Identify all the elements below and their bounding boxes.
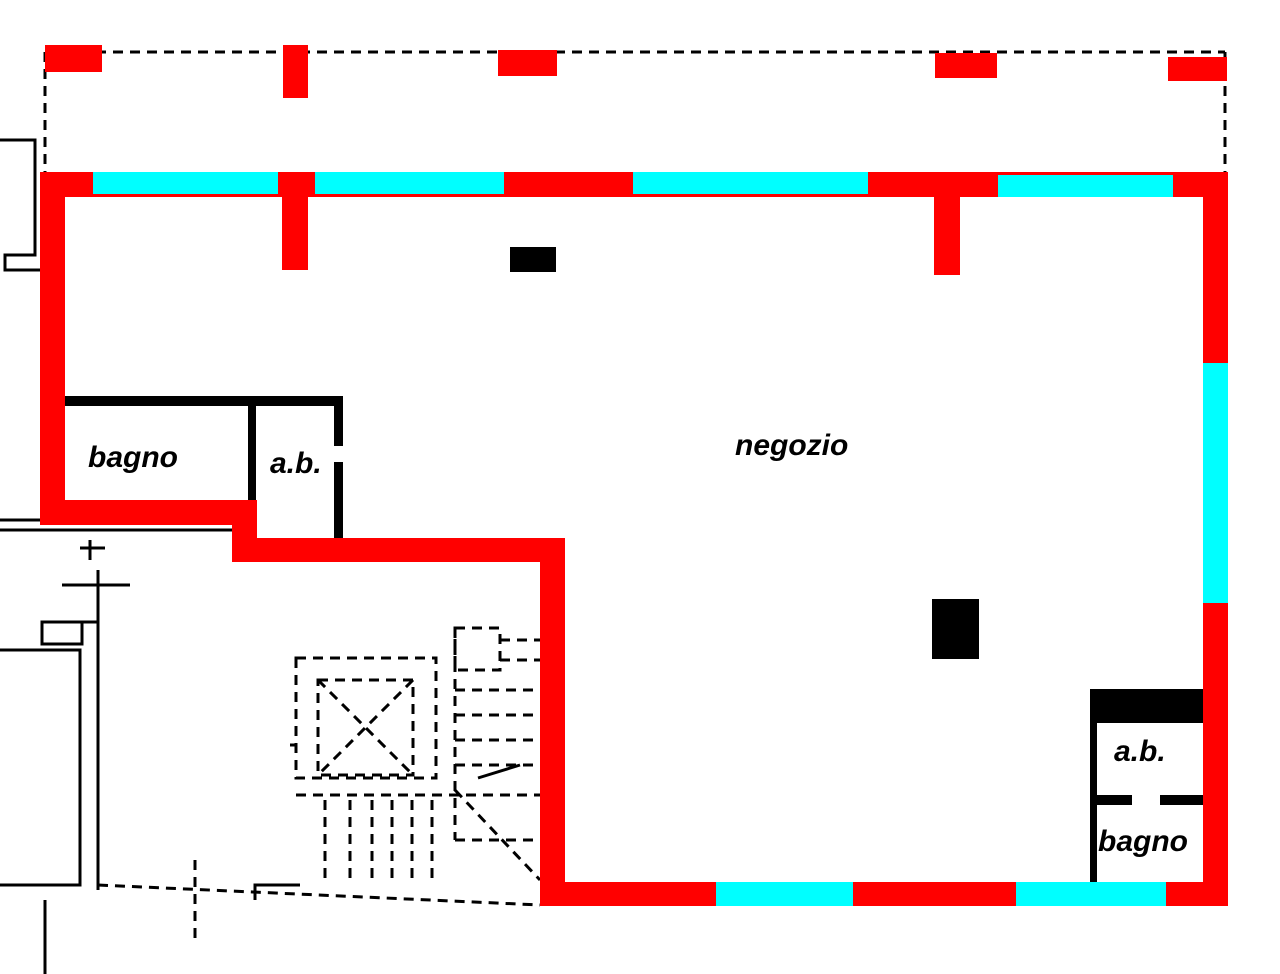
room-label-bagno-left: bagno [88, 441, 178, 474]
window [93, 172, 278, 194]
partitions [65, 247, 1203, 882]
room-label-ab-left: a.b. [270, 447, 322, 480]
window [315, 172, 504, 194]
room-label-bagno-right: bagno [1098, 825, 1188, 858]
staircase [290, 626, 542, 882]
window [633, 172, 868, 194]
pillar [510, 247, 556, 272]
porch-outline [43, 45, 1227, 172]
door-window [716, 882, 853, 906]
door-window [1016, 882, 1166, 906]
window [998, 175, 1173, 197]
neighbour-lines [0, 138, 541, 974]
pillar [932, 599, 979, 659]
room-label-ab-right: a.b. [1114, 735, 1166, 768]
walls [40, 172, 1228, 906]
window [1203, 363, 1228, 603]
room-label-negozio: negozio [735, 429, 848, 462]
